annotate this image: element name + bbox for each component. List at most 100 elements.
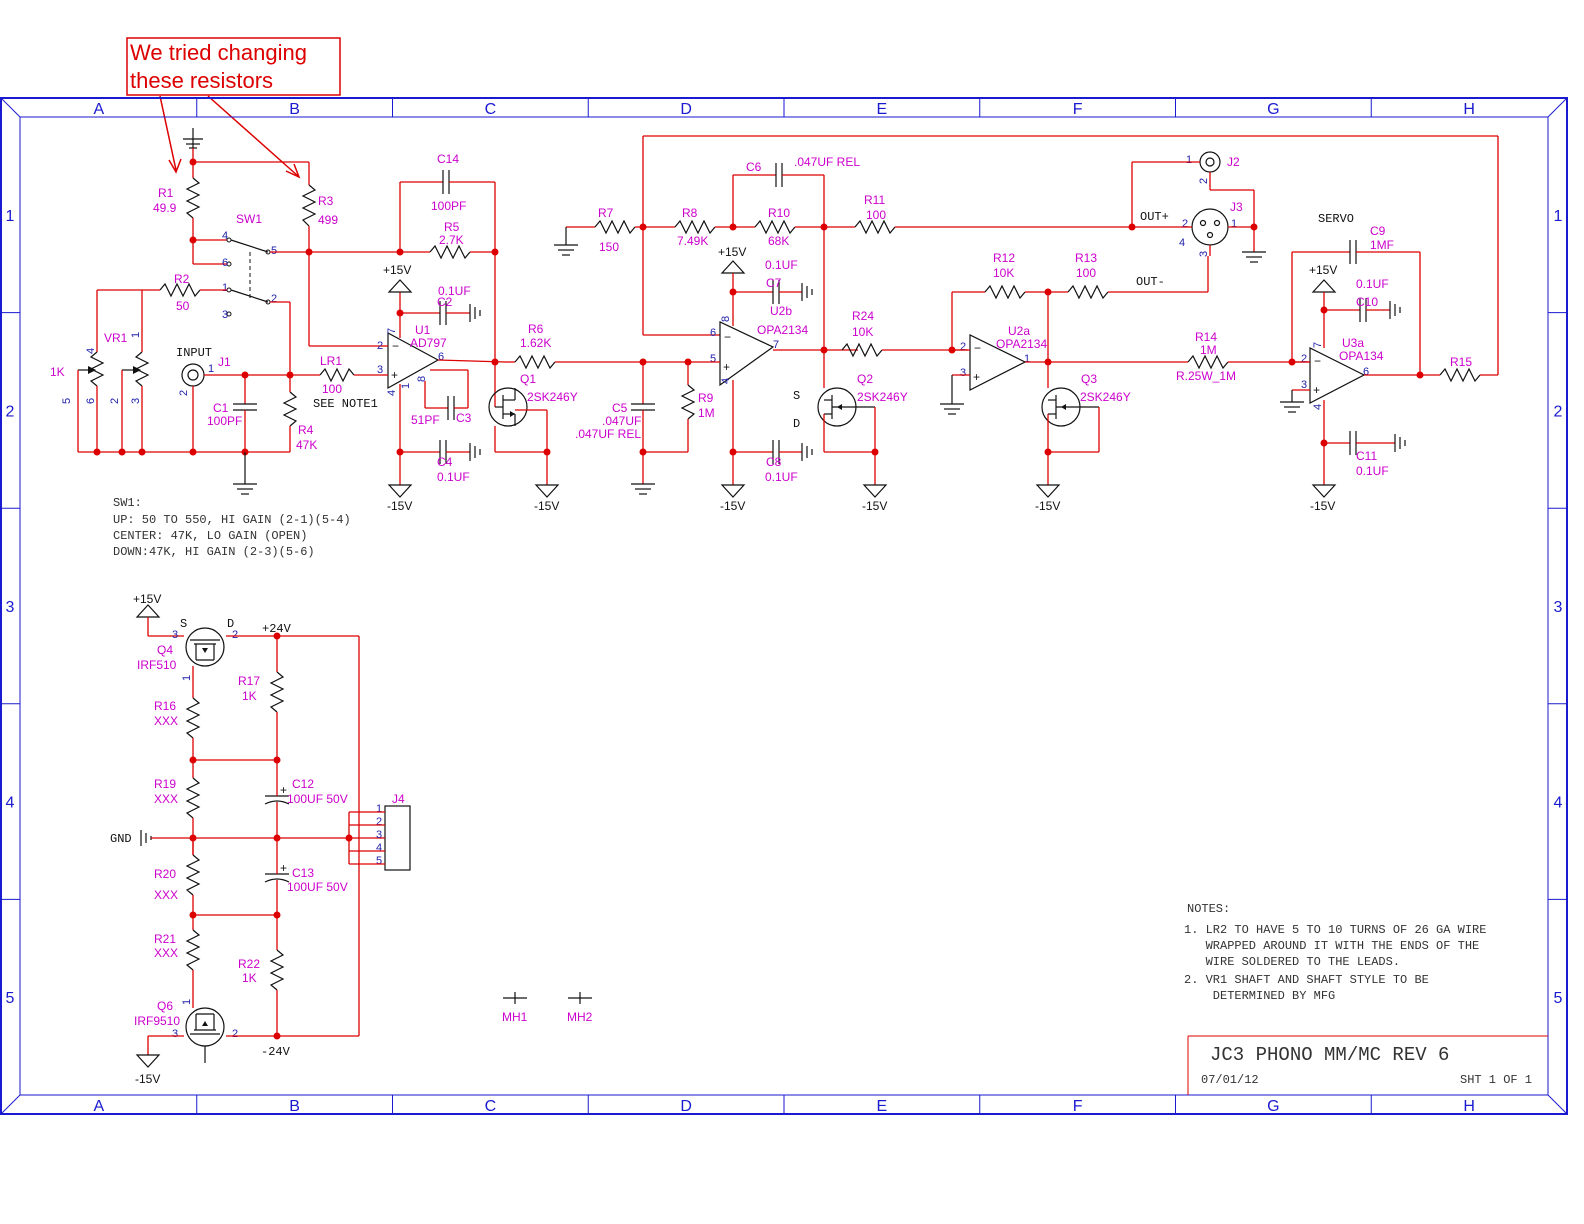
c9-value: 1MF (1370, 238, 1394, 252)
vr1-value: 1K (50, 365, 65, 379)
svg-text:4: 4 (386, 390, 398, 396)
svg-text:4: 4 (376, 842, 382, 854)
svg-text:1: 1 (1231, 218, 1237, 230)
r13-value: 100 (1076, 266, 1096, 280)
svg-text:5: 5 (710, 353, 716, 365)
title-text: JC3 PHONO MM/MC REV 6 (1210, 1044, 1449, 1066)
psu-p24: +24V (262, 622, 292, 636)
q4-value: IRF510 (137, 658, 177, 672)
svg-text:−: − (974, 341, 981, 355)
svg-text:6: 6 (222, 257, 228, 269)
r1-value: 49.9 (153, 201, 177, 215)
svg-text:2: 2 (1198, 178, 1210, 184)
vr1-ref: VR1 (104, 331, 128, 345)
c14-ref: C14 (437, 152, 459, 166)
q3-m15: -15V (1035, 499, 1060, 513)
c2-ref: C2 (437, 295, 453, 309)
svg-text:5: 5 (271, 245, 277, 257)
u2b-value: OPA2134 (757, 323, 808, 337)
r16-value: XXX (154, 714, 178, 728)
r12-value: 10K (993, 266, 1014, 280)
r22-ref: R22 (238, 957, 260, 971)
out-plus-label: OUT+ (1140, 210, 1169, 224)
u2b-p15: +15V (718, 245, 746, 259)
r21-value: XXX (154, 946, 178, 960)
c6-value: .047UF REL (794, 155, 860, 169)
r4-ref: R4 (298, 423, 314, 437)
c1-ref: C1 (213, 401, 229, 415)
r2-value: 50 (176, 299, 190, 313)
svg-text:6: 6 (1363, 366, 1369, 378)
j4-ref: J4 (392, 792, 405, 806)
r24-value: 10K (852, 325, 873, 339)
svg-text:6: 6 (710, 327, 716, 339)
svg-text:5: 5 (376, 855, 382, 867)
grid-row-label-5-left: 5 (6, 990, 15, 1007)
sw1-ref: SW1 (236, 212, 262, 226)
u1-m15: -15V (387, 499, 412, 513)
input-label: INPUT (176, 346, 212, 360)
svg-text:3: 3 (376, 829, 382, 841)
sw1-note-0: SW1: (113, 496, 142, 510)
svg-text:1: 1 (400, 383, 412, 389)
c9-ref: C9 (1370, 224, 1386, 238)
grid-col-label-e-bottom: E (877, 1098, 888, 1115)
svg-text:8: 8 (720, 316, 732, 322)
grid-row-label-4-left: 4 (6, 795, 15, 812)
r14-value: 1M (1200, 343, 1217, 357)
notes-header: NOTES: (1187, 902, 1230, 916)
c3-ref: C3 (456, 411, 472, 425)
c5-ref: C5 (612, 401, 628, 415)
svg-text:2: 2 (109, 398, 121, 404)
svg-text:7: 7 (773, 339, 779, 351)
psu-m15: -15V (135, 1072, 160, 1086)
grid-row-label-3-left: 3 (6, 599, 15, 616)
c13-value: 100UF 50V (287, 880, 348, 894)
r24-ref: R24 (852, 309, 874, 323)
r9-ref: R9 (698, 391, 714, 405)
q3-value: 2SK246Y (1080, 390, 1131, 404)
c4-ref: C4 (437, 455, 453, 469)
r14-value2: R.25W_1M (1176, 369, 1236, 383)
sw1-note-1: UP: 50 TO 550, HI GAIN (2-1)(5-4) (113, 513, 351, 527)
psu-gnd: GND (110, 832, 132, 846)
u2a-ref: U2a (1008, 324, 1030, 338)
svg-text:2: 2 (178, 390, 190, 396)
title-block: JC3 PHONO MM/MC REV 6 07/01/12 SHT 1 OF … (1187, 1035, 1548, 1095)
svg-text:5: 5 (61, 398, 73, 404)
svg-text:2: 2 (232, 1028, 238, 1040)
svg-text:3: 3 (130, 398, 142, 404)
q3-ref: Q3 (1081, 372, 1097, 386)
c11-ref: C11 (1356, 449, 1377, 463)
svg-text:4: 4 (85, 348, 97, 354)
c1-value: 100PF (207, 414, 242, 428)
r20-ref: R20 (154, 867, 176, 881)
u3a-m15: -15V (1310, 499, 1335, 513)
psu-p15: +15V (133, 592, 161, 606)
r2-ref: R2 (174, 272, 190, 286)
input-stage: R1 49.9 R3 499 SW1 4 5 6 1 2 3 R2 (50, 128, 382, 559)
grid-row-label-5-right: 5 (1554, 990, 1563, 1007)
grid-col-label-c-top: C (485, 101, 497, 118)
svg-text:−: − (1314, 354, 1321, 368)
svg-text:4: 4 (222, 230, 228, 242)
r11-value: 100 (866, 208, 886, 222)
grid-col-label-d-top: D (680, 101, 692, 118)
c11-value: 0.1UF (1356, 464, 1389, 478)
grid-col-label-h-top: H (1463, 101, 1475, 118)
q2-s-label: S (793, 389, 800, 403)
svg-text:4: 4 (720, 378, 732, 384)
u3a-value: OPA134 (1339, 349, 1384, 363)
svg-text:6: 6 (438, 351, 444, 363)
svg-text:1: 1 (1024, 353, 1030, 365)
grid-row-label-1-left: 1 (6, 208, 15, 225)
power-supply: +15V 3 S D 2 +24V Q4 IRF510 1 R16 XXX R1… (110, 592, 411, 1086)
grid-col-label-d-bottom: D (680, 1098, 692, 1115)
svg-text:3: 3 (1301, 379, 1307, 391)
c7-ref: C7 (766, 276, 782, 290)
grid-col-label-a-bottom: A (94, 1098, 105, 1115)
r5-ref: R5 (444, 220, 460, 234)
c12-ref: C12 (292, 777, 314, 791)
svg-text:3: 3 (377, 364, 383, 376)
